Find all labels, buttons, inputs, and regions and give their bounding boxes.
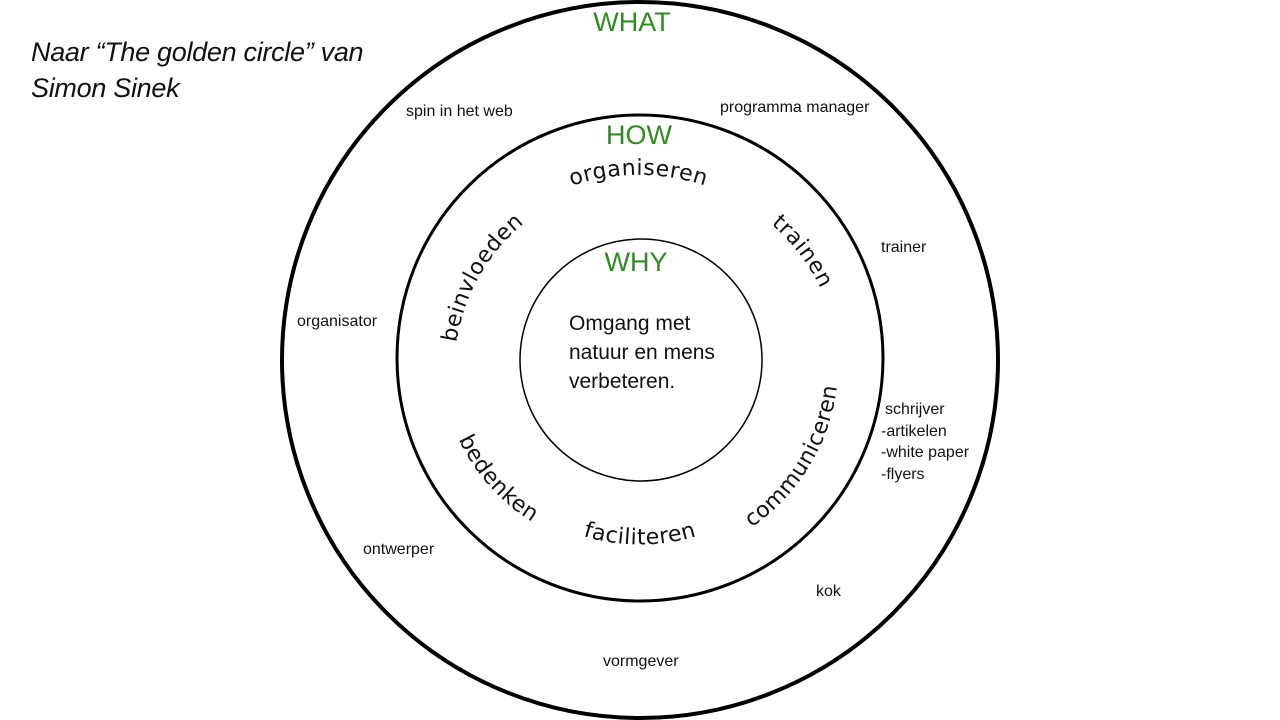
why-ring: [519, 238, 763, 482]
why-title: WHY: [605, 247, 668, 277]
activity-organiseren: organiseren: [566, 156, 711, 192]
activity-trainen: trainen: [767, 210, 838, 292]
why-line-2: natuur en mens: [569, 341, 715, 364]
activity-communiceren: communiceren: [740, 383, 843, 532]
activity-faciliteren: faciliteren: [581, 518, 698, 551]
role-ontwerper: ontwerper: [363, 541, 435, 558]
role-trainer: trainer: [881, 239, 927, 256]
role-schrijver-white-paper: -white paper: [881, 444, 970, 461]
caption-line-1: Naar “The golden circle” van: [31, 37, 364, 67]
how-ring: [395, 113, 885, 603]
role-programma-manager: programma manager: [720, 99, 870, 116]
role-schrijver-artikelen: -artikelen: [881, 423, 947, 440]
why-line-1: Omgang met: [569, 312, 691, 335]
role-spin-in-het-web: spin in het web: [406, 103, 513, 120]
diagram-caption: Naar “The golden circle” van Simon Sinek: [31, 34, 364, 106]
activity-beinvloeden: beinvloeden: [438, 209, 529, 344]
role-organisator: organisator: [297, 313, 378, 330]
caption-line-2: Simon Sinek: [31, 73, 180, 103]
role-schrijver-flyers: -flyers: [881, 466, 925, 483]
role-kok: kok: [816, 583, 842, 600]
how-title: HOW: [606, 120, 673, 150]
role-vormgever: vormgever: [603, 653, 679, 670]
why-line-3: verbeteren.: [569, 370, 675, 393]
what-ring: [280, 0, 1000, 720]
what-title: WHAT: [593, 7, 670, 37]
activity-bedenken: bedenken: [453, 431, 543, 528]
role-schrijver: schrijver: [885, 401, 945, 418]
